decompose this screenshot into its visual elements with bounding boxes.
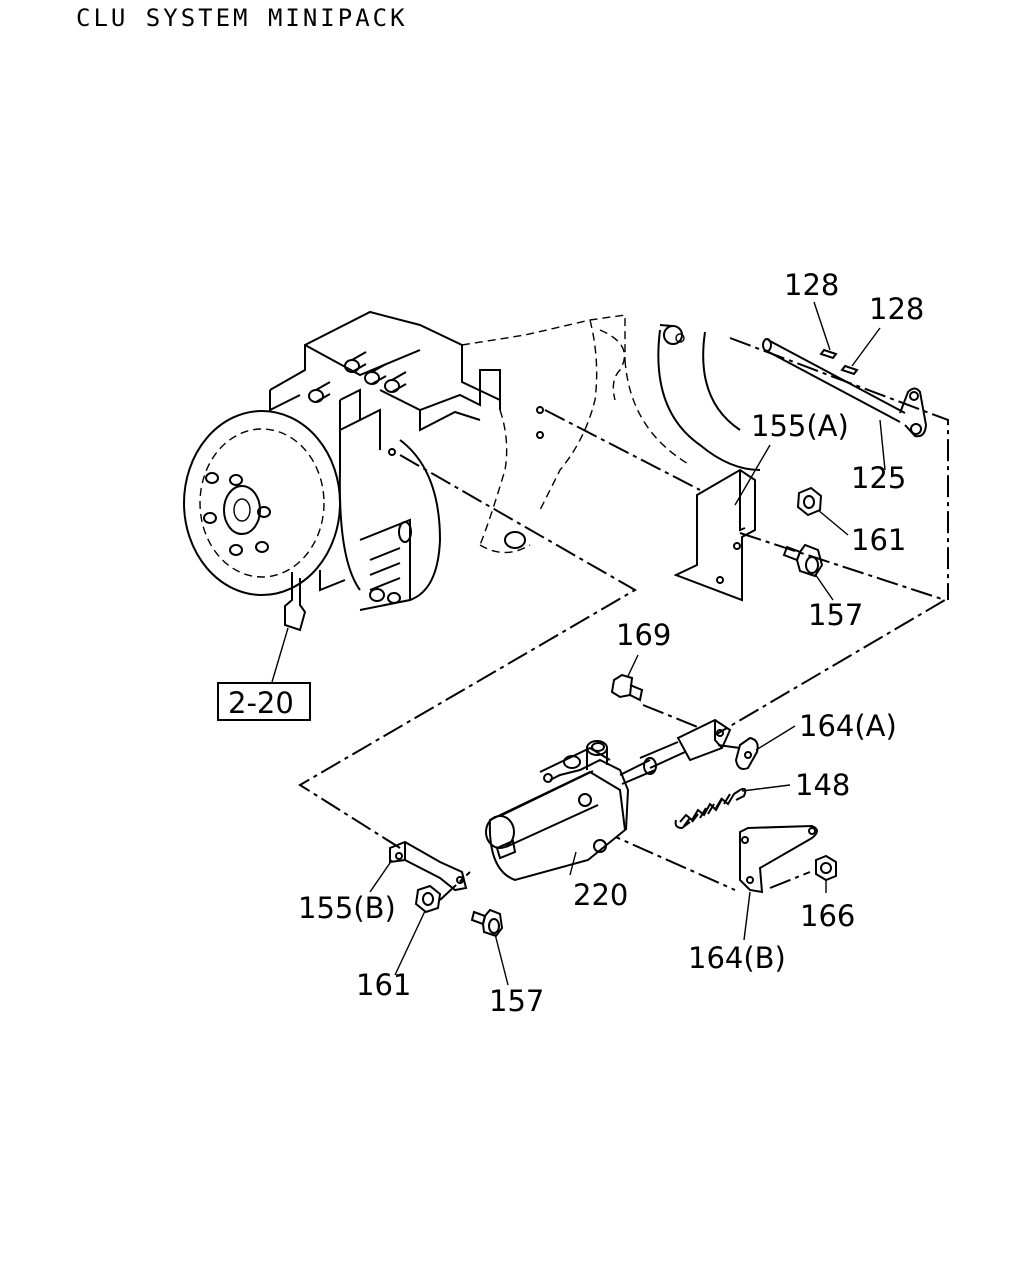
page-title: CLU SYSTEM MINIPACK [76, 4, 408, 32]
reference-box[interactable]: 2-20 [217, 682, 311, 721]
callout-labels: 128 128 155(A) 125 161 157 169 164(A) 14… [298, 268, 924, 1018]
callout-157-lower: 157 [489, 984, 544, 1018]
nut-166 [815, 854, 837, 882]
callout-220: 220 [573, 878, 628, 912]
callout-164b: 164(B) [688, 941, 786, 975]
engine-assembly-drawing [183, 310, 761, 632]
clutch-booster-220 [485, 740, 657, 882]
clip-164a [734, 736, 759, 770]
callout-128-a: 128 [784, 268, 839, 302]
callout-148: 148 [795, 768, 850, 802]
nut-161-lower [414, 884, 442, 914]
clevis-rod [639, 718, 732, 769]
bolt-157-upper [782, 543, 824, 578]
callout-157-upper: 157 [808, 598, 863, 632]
bolt-157-lower [470, 908, 504, 938]
pin-169 [610, 673, 644, 702]
return-spring-148 [674, 787, 747, 830]
snap-clip-128 [819, 348, 859, 376]
callout-161-upper: 161 [851, 523, 906, 557]
callout-166: 166 [800, 899, 855, 933]
callout-169: 169 [616, 618, 671, 652]
callout-128-b: 128 [869, 292, 924, 326]
callout-164a: 164(A) [799, 709, 897, 743]
callout-leaders [271, 301, 886, 986]
callout-125: 125 [851, 461, 906, 495]
callout-161-lower: 161 [356, 968, 411, 1002]
reference-label: 2-20 [228, 686, 294, 720]
clutch-shaft-125 [762, 338, 928, 438]
callout-155b: 155(B) [298, 891, 396, 925]
plate-164b [739, 824, 818, 894]
callout-155a: 155(A) [751, 409, 849, 443]
bracket-155b [389, 840, 468, 892]
bracket-155a [673, 468, 756, 602]
nut-161-upper [796, 486, 823, 517]
